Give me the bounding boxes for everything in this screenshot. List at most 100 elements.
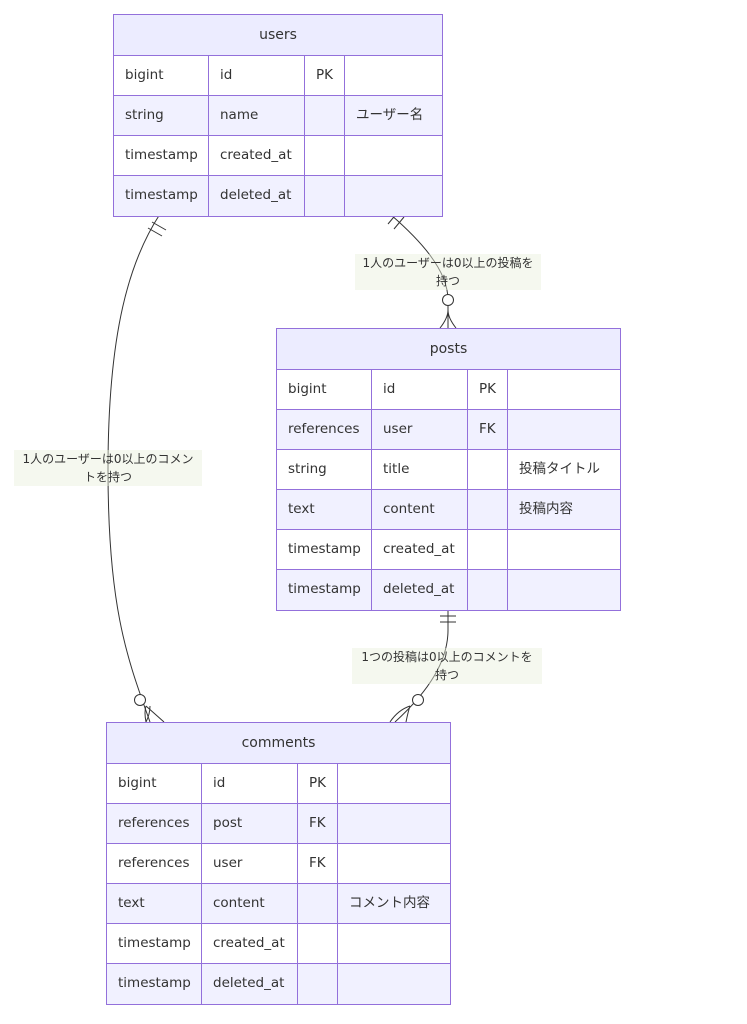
attr-name: content — [202, 884, 298, 923]
attr-comment: 投稿タイトル — [519, 461, 600, 477]
attr-key — [468, 530, 508, 569]
entity-title: users — [114, 15, 442, 56]
attr-name: user — [372, 410, 468, 449]
rel-line-users-comments — [107, 213, 161, 723]
attr-type: timestamp — [114, 176, 209, 216]
attr-type: string — [277, 450, 372, 489]
attr-name: created_at — [209, 136, 305, 175]
attr-type: timestamp — [107, 924, 202, 963]
attr-key — [298, 924, 338, 963]
rel-label-line: 1人のユーザーは0以上のコメン — [22, 452, 194, 466]
table-row: bigint id PK — [107, 764, 450, 804]
attr-name: deleted_at — [372, 570, 468, 610]
attr-key: FK — [298, 804, 338, 843]
attr-key: PK — [298, 764, 338, 803]
table-row: timestamp created_at — [277, 530, 620, 570]
rel-line-posts-comments — [394, 608, 449, 723]
attr-type: bigint — [107, 764, 202, 803]
attr-name: content — [372, 490, 468, 529]
attr-key — [305, 136, 345, 175]
attr-name: id — [202, 764, 298, 803]
rel-marker-users-posts-one — [393, 216, 405, 230]
attr-comment — [508, 570, 620, 610]
rel-label-line: 持つ — [434, 668, 459, 682]
attr-comment — [338, 924, 450, 963]
table-row: string title 投稿タイトル — [277, 450, 620, 490]
attr-type: bigint — [114, 56, 209, 95]
attr-comment — [338, 804, 450, 843]
rel-label-line: 1つの投稿は0以上のコメントを — [361, 650, 533, 664]
attr-type: timestamp — [114, 136, 209, 175]
table-row: text content コメント内容 — [107, 884, 450, 924]
attr-type: text — [277, 490, 372, 529]
rel-marker-users-comments-many — [144, 705, 165, 723]
table-row: timestamp created_at — [107, 924, 450, 964]
attr-type: references — [277, 410, 372, 449]
attr-comment — [508, 410, 620, 449]
attr-comment — [338, 764, 450, 803]
rel-marker-users-comments-one — [147, 227, 163, 237]
attr-type: string — [114, 96, 209, 135]
rel-label-line: トを持つ — [83, 470, 132, 484]
attr-type: timestamp — [277, 570, 372, 610]
table-row: references post FK — [107, 804, 450, 844]
attr-comment — [338, 964, 450, 1004]
attr-comment — [345, 136, 442, 175]
attr-type: references — [107, 804, 202, 843]
attr-key: FK — [468, 410, 508, 449]
table-row: timestamp deleted_at — [114, 176, 442, 216]
attr-key — [468, 490, 508, 529]
attr-key: PK — [305, 56, 345, 95]
table-row: references user FK — [107, 844, 450, 884]
attr-comment — [338, 844, 450, 883]
rel-label-users-posts: 1人のユーザーは0以上の投稿を 持つ — [355, 254, 541, 290]
attr-type: text — [107, 884, 202, 923]
rel-marker-users-comments-zero — [134, 694, 146, 706]
attr-comment: コメント内容 — [349, 895, 430, 911]
rel-marker-posts-comments-many — [389, 705, 411, 723]
rel-marker-posts-comments-zero — [412, 694, 424, 706]
attr-key — [298, 964, 338, 1004]
attr-key — [468, 450, 508, 489]
table-row: bigint id PK — [114, 56, 442, 96]
attr-comment — [508, 530, 620, 569]
entity-users: users bigint id PK string name ユーザー名 tim… — [113, 14, 443, 217]
attr-name: deleted_at — [202, 964, 298, 1004]
attr-key: FK — [298, 844, 338, 883]
attr-comment: 投稿内容 — [519, 501, 573, 517]
table-row: timestamp deleted_at — [277, 570, 620, 610]
attr-name: created_at — [202, 924, 298, 963]
entity-title: posts — [277, 329, 620, 370]
attr-key — [305, 96, 345, 135]
rel-label-line: 1人のユーザーは0以上の投稿を — [362, 256, 534, 270]
table-row: references user FK — [277, 410, 620, 450]
entity-comments: comments bigint id PK references post FK… — [106, 722, 451, 1005]
attr-name: id — [209, 56, 305, 95]
entity-title: comments — [107, 723, 450, 764]
attr-name: id — [372, 370, 468, 409]
rel-marker-users-posts-zero — [442, 294, 454, 306]
table-row: text content 投稿内容 — [277, 490, 620, 530]
attr-comment — [508, 370, 620, 409]
attr-name: user — [202, 844, 298, 883]
attr-type: references — [107, 844, 202, 883]
attr-comment — [345, 176, 442, 216]
attr-key: PK — [468, 370, 508, 409]
attr-comment — [345, 56, 442, 95]
entity-posts: posts bigint id PK references user FK st… — [276, 328, 621, 611]
table-row: timestamp deleted_at — [107, 964, 450, 1004]
table-row: bigint id PK — [277, 370, 620, 410]
attr-name: post — [202, 804, 298, 843]
attr-name: name — [209, 96, 305, 135]
attr-key — [305, 176, 345, 216]
rel-marker-users-comments-one — [151, 221, 167, 231]
attr-key — [468, 570, 508, 610]
rel-label-line: 持つ — [435, 274, 460, 288]
attr-name: title — [372, 450, 468, 489]
attr-key — [298, 884, 338, 923]
attr-comment: ユーザー名 — [356, 107, 424, 123]
attr-type: bigint — [277, 370, 372, 409]
rel-label-posts-comments: 1つの投稿は0以上のコメントを 持つ — [352, 648, 542, 684]
table-row: string name ユーザー名 — [114, 96, 442, 136]
